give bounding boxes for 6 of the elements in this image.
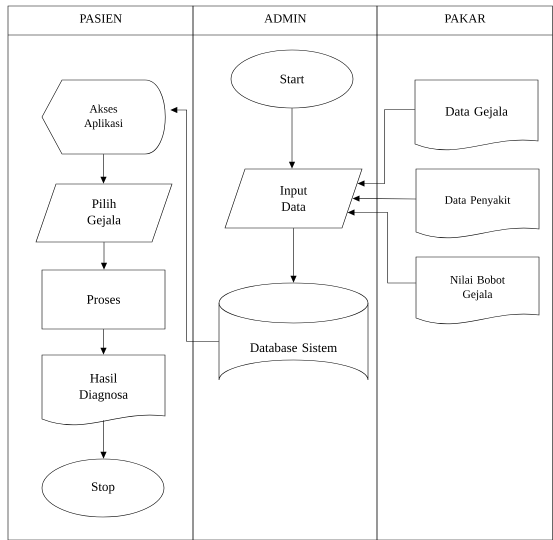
arrow xyxy=(358,109,415,187)
process-box: Proses xyxy=(42,270,166,330)
input-parallelogram: Pilih Gejala xyxy=(36,184,172,242)
input-parallelogram: Input Data xyxy=(224,168,362,228)
node-label: Database Sistem xyxy=(250,342,337,352)
database-cylinder: Database Sistem xyxy=(218,282,368,380)
